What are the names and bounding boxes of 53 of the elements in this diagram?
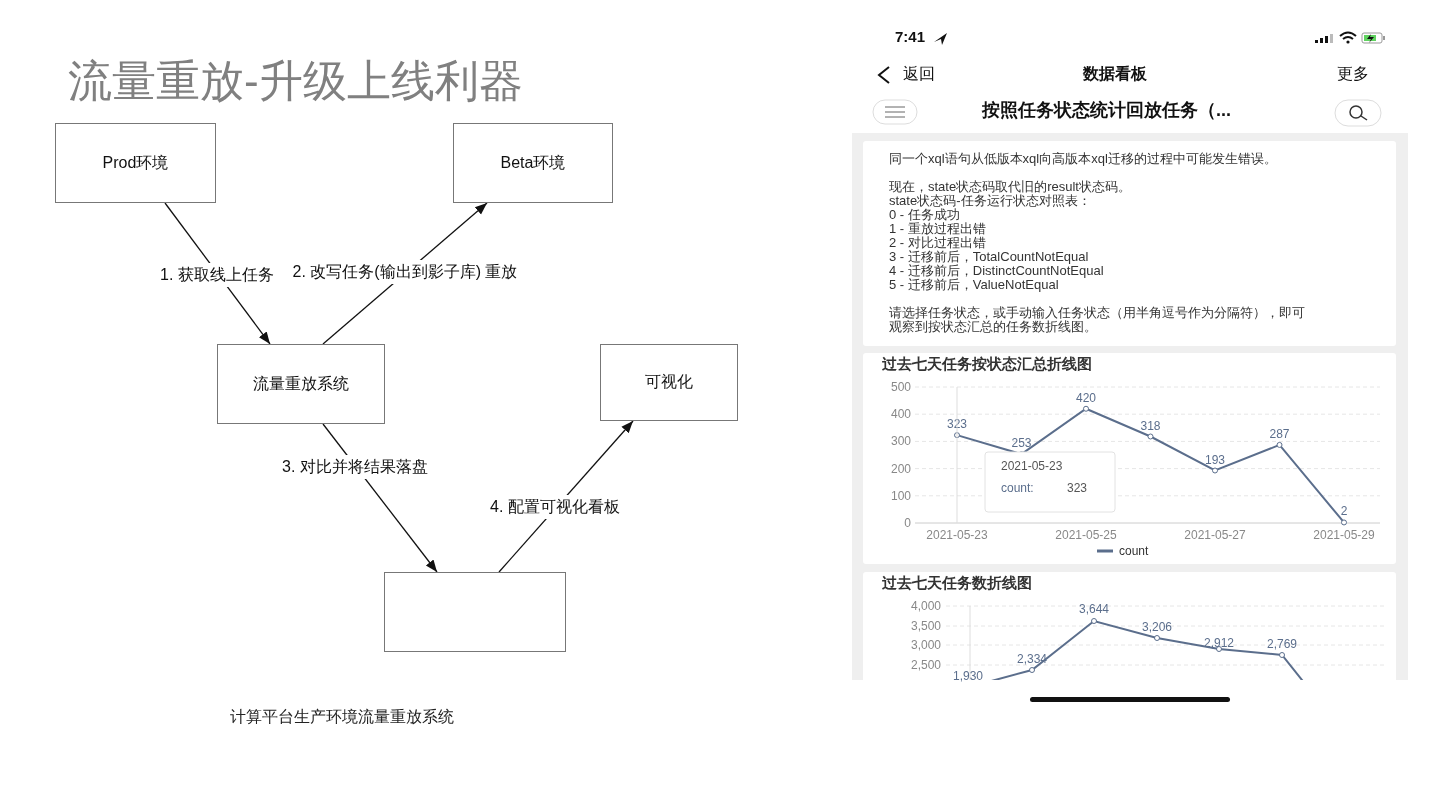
y-tick-label: 400 [890, 407, 911, 422]
status-code-item: 4 - 迁移前后，DistinctCountNotEqual [889, 264, 1104, 278]
status-code-item: 0 - 任务成功 [889, 208, 960, 222]
legend-label: count [1119, 544, 1149, 558]
status-code-item: 2 - 对比过程出错 [889, 236, 986, 250]
y-tick-label: 100 [890, 488, 911, 503]
data-label: 3,206 [1142, 620, 1172, 634]
y-tick-label: 3,000 [910, 638, 941, 652]
chart-title: 过去七天任务数折线图 [882, 575, 1032, 591]
y-tick-label: 4,000 [910, 599, 941, 613]
edge-label: 4. 配置可视化看板 [488, 495, 622, 519]
back-link: 返回 [903, 65, 935, 82]
y-tick-label: 0 [904, 516, 911, 530]
data-label: 253 [1011, 436, 1032, 451]
x-tick-label: 2021-05-23 [926, 528, 988, 542]
y-tick-label: 200 [890, 461, 911, 476]
edge-label: 2. 改写任务(输出到影子库) 重放 [290, 260, 520, 284]
chart-title: 过去七天任务按状态汇总折线图 [882, 355, 1092, 374]
edge-label: 1. 获取线上任务 [158, 263, 276, 287]
tooltip-key: count: [1001, 482, 1034, 495]
status-code-item: 1 - 重放过程出错 [889, 222, 986, 236]
data-label: 193 [1205, 452, 1225, 467]
diagram-caption: 计算平台生产环境流量重放系统 [230, 707, 454, 727]
x-tick-label: 2021-05-29 [1313, 528, 1375, 542]
status-code-item: 3 - 迁移前后，TotalCountNotEqual [889, 250, 1089, 264]
data-label: 2,769 [1267, 637, 1297, 651]
instruction-text: 请选择任务状态，或手动输入任务状态（用半角逗号作为分隔符），即可观察到按状态汇总的任务数折线图。 [889, 306, 1306, 334]
tooltip-value: 323 [1067, 482, 1088, 495]
dashboard-title: 按照任务状态统计回放任务（... [982, 101, 1231, 120]
more-link: 更多 [1337, 65, 1369, 82]
data-label: 2 [1340, 504, 1348, 519]
description-text: 现在，state状态码取代旧的result状态码。 [889, 180, 1131, 194]
data-label: 420 [1076, 390, 1096, 405]
slide-title: 流量重放-升级上线利器 [68, 55, 523, 107]
status-code-item: 5 - 迁移前后，ValueNotEqual [889, 278, 1059, 292]
data-label: 3,644 [1079, 602, 1109, 616]
tooltip-date: 2021-05-23 [1001, 460, 1063, 473]
edge-label: 3. 对比并将结果落盘 [280, 455, 430, 479]
x-tick-label: 2021-05-25 [1055, 528, 1117, 542]
description-text: state状态码-任务运行状态对照表： [889, 194, 1091, 208]
y-tick-label: 300 [890, 434, 911, 449]
data-label: 1,930 [953, 669, 983, 683]
y-tick-label: 500 [890, 380, 911, 394]
data-label: 2,334 [1017, 652, 1047, 666]
data-label: 318 [1140, 418, 1161, 433]
page-title: 数据看板 [1083, 65, 1147, 82]
data-label: 323 [947, 417, 967, 432]
y-tick-label: 3,500 [910, 619, 941, 633]
status-time: 7:41 [895, 29, 926, 45]
y-tick-label: 2,500 [910, 658, 941, 672]
x-tick-label: 2021-05-27 [1184, 528, 1246, 542]
description-text: 同一个xql语句从低版本xql向高版本xql迁移的过程中可能发生错误。 [889, 152, 1278, 166]
data-label: 287 [1269, 426, 1290, 441]
